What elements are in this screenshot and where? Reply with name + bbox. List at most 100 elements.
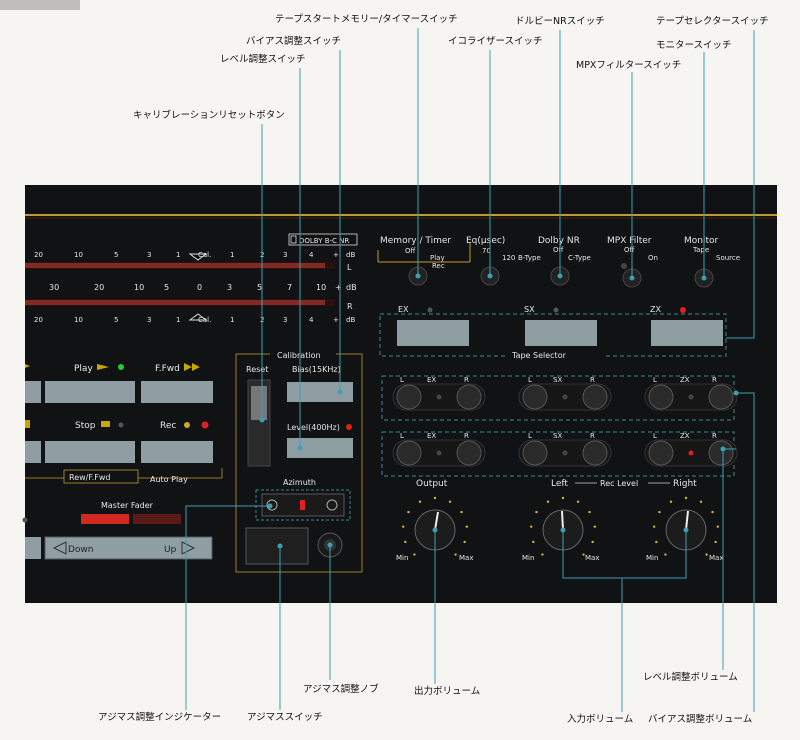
callout-level-volume: レベル調整ボリューム bbox=[643, 672, 738, 683]
meter-tick-label: 3 bbox=[283, 316, 287, 324]
trim-knob-right[interactable] bbox=[582, 384, 608, 410]
meter-tick-label: 1 bbox=[176, 251, 180, 259]
meter-tick-label: 10 bbox=[74, 251, 83, 259]
svg-text:EX: EX bbox=[427, 376, 436, 384]
trim-knob-left[interactable] bbox=[522, 440, 548, 466]
svg-text:EX: EX bbox=[427, 432, 436, 440]
svg-text:Max: Max bbox=[459, 554, 473, 562]
trim-knob-left[interactable] bbox=[396, 440, 422, 466]
azimuth-right-indicator-icon bbox=[326, 499, 338, 511]
meter-tick-label: dB bbox=[346, 316, 355, 324]
rew-arrow-icon bbox=[25, 364, 30, 368]
mpx-indicator-led bbox=[621, 263, 627, 269]
trim-led bbox=[688, 394, 694, 400]
zx-tape-button[interactable] bbox=[651, 320, 723, 346]
svg-text:Up: Up bbox=[164, 545, 177, 555]
svg-text:L: L bbox=[400, 432, 404, 440]
trim-knob-left[interactable] bbox=[522, 384, 548, 410]
sx-tape-button[interactable] bbox=[525, 320, 597, 346]
tape-selector-section: EX SX ZX Tape Selector bbox=[379, 305, 727, 361]
svg-text:DOLBY B-C NR: DOLBY B-C NR bbox=[299, 237, 349, 245]
ex-tape-button[interactable] bbox=[397, 320, 469, 346]
callout-level-adjust-switch: レベル調整スイッチ bbox=[220, 54, 306, 65]
callout-calibration-reset: キャリブレーションリセットボタン bbox=[133, 110, 285, 121]
trim-knob-right[interactable] bbox=[582, 440, 608, 466]
svg-text:R: R bbox=[590, 432, 595, 440]
meter-tick-label: 4 bbox=[309, 251, 314, 259]
level-calibration-button[interactable] bbox=[287, 438, 353, 458]
svg-text:Level(400Hz): Level(400Hz) bbox=[287, 423, 340, 432]
svg-text:R: R bbox=[464, 376, 469, 384]
zx-led bbox=[680, 307, 686, 313]
svg-text:SX: SX bbox=[524, 305, 535, 314]
azimuth-center-led bbox=[300, 500, 305, 510]
svg-text:R: R bbox=[712, 376, 717, 384]
pause-icon bbox=[25, 420, 30, 428]
trim-knob-right[interactable] bbox=[708, 440, 734, 466]
channel-label-L: L bbox=[347, 263, 352, 272]
play-button[interactable] bbox=[45, 381, 135, 403]
callout-equalizer-switch: イコライザースイッチ bbox=[448, 36, 543, 47]
trim-led bbox=[562, 394, 568, 400]
callout-bias-volume: バイアス調整ボリューム bbox=[648, 714, 753, 725]
stop-label: Stop bbox=[75, 421, 96, 431]
svg-text:120: 120 bbox=[502, 254, 515, 262]
callout-azimuth-switch: アジマススイッチ bbox=[247, 712, 323, 723]
play-led bbox=[118, 364, 124, 370]
channel-label-R: R bbox=[347, 302, 353, 311]
play-label: Play bbox=[74, 364, 93, 374]
svg-text:Rec: Rec bbox=[432, 262, 445, 270]
callout-monitor-switch: モニタースイッチ bbox=[656, 40, 732, 51]
callout-azimuth-indicator: アジマス調整インジケーター bbox=[98, 712, 222, 723]
bias-calibration-button[interactable] bbox=[287, 382, 353, 402]
meter-tick-label: + bbox=[335, 283, 342, 292]
meter-tick-label: 3 bbox=[147, 316, 151, 324]
master-fader-led-left bbox=[81, 514, 129, 524]
callout-input-volume: 入力ボリューム bbox=[567, 714, 634, 725]
meter-tick-label: dB bbox=[346, 251, 355, 259]
auto-play-label: Auto Play bbox=[150, 475, 188, 484]
svg-text:B-Type: B-Type bbox=[518, 254, 541, 262]
rec-button[interactable] bbox=[141, 441, 213, 463]
meter-tick-label: 1 bbox=[176, 316, 180, 324]
stop-button[interactable] bbox=[45, 441, 135, 463]
meter-tick-label: 10 bbox=[134, 283, 144, 292]
meter-tick-label: 1 bbox=[230, 251, 234, 259]
meter-tick-label: 3 bbox=[147, 251, 151, 259]
svg-text:L: L bbox=[400, 376, 404, 384]
azimuth-switch[interactable] bbox=[245, 527, 309, 565]
trim-led bbox=[562, 450, 568, 456]
svg-text:70: 70 bbox=[482, 247, 491, 255]
meter-tick-label: 3 bbox=[227, 283, 232, 292]
svg-text:Off: Off bbox=[624, 246, 635, 254]
trim-knob-left[interactable] bbox=[396, 384, 422, 410]
rew-button[interactable] bbox=[25, 381, 41, 403]
ffwd-button[interactable] bbox=[141, 381, 213, 403]
dolby-logo-icon bbox=[290, 235, 297, 244]
svg-text:SX: SX bbox=[553, 376, 562, 384]
svg-text:Down: Down bbox=[68, 545, 94, 555]
svg-text:Right: Right bbox=[673, 479, 697, 489]
master-fader-rocker[interactable] bbox=[44, 536, 213, 560]
ffwd-label: F.Fwd bbox=[155, 364, 180, 374]
callout-bias-adjust-switch: バイアス調整スイッチ bbox=[246, 36, 342, 47]
svg-text:ZX: ZX bbox=[680, 376, 690, 384]
sx-led bbox=[553, 307, 559, 313]
svg-text:Left: Left bbox=[551, 479, 568, 489]
rew-ffwd-label: Rew/F.Fwd bbox=[69, 473, 110, 482]
cal-arrow-up-icon bbox=[188, 313, 208, 321]
pause-button[interactable] bbox=[25, 441, 41, 463]
meter-tick-label: 5 bbox=[257, 283, 262, 292]
transport-section: Play F.Fwd Stop Rec Rew/F.Fwd Auto Play … bbox=[22, 363, 223, 560]
rec-level-title: Rec Level bbox=[600, 479, 638, 488]
trim-knob-right[interactable] bbox=[456, 440, 482, 466]
svg-text:L: L bbox=[528, 432, 532, 440]
meter-tick-label: 0 bbox=[197, 283, 202, 292]
trim-knob-right[interactable] bbox=[456, 384, 482, 410]
trim-knob-left[interactable] bbox=[648, 384, 674, 410]
trim-knob-left[interactable] bbox=[648, 440, 674, 466]
trim-knob-right[interactable] bbox=[708, 384, 734, 410]
azimuth-left-indicator-icon bbox=[266, 499, 278, 511]
